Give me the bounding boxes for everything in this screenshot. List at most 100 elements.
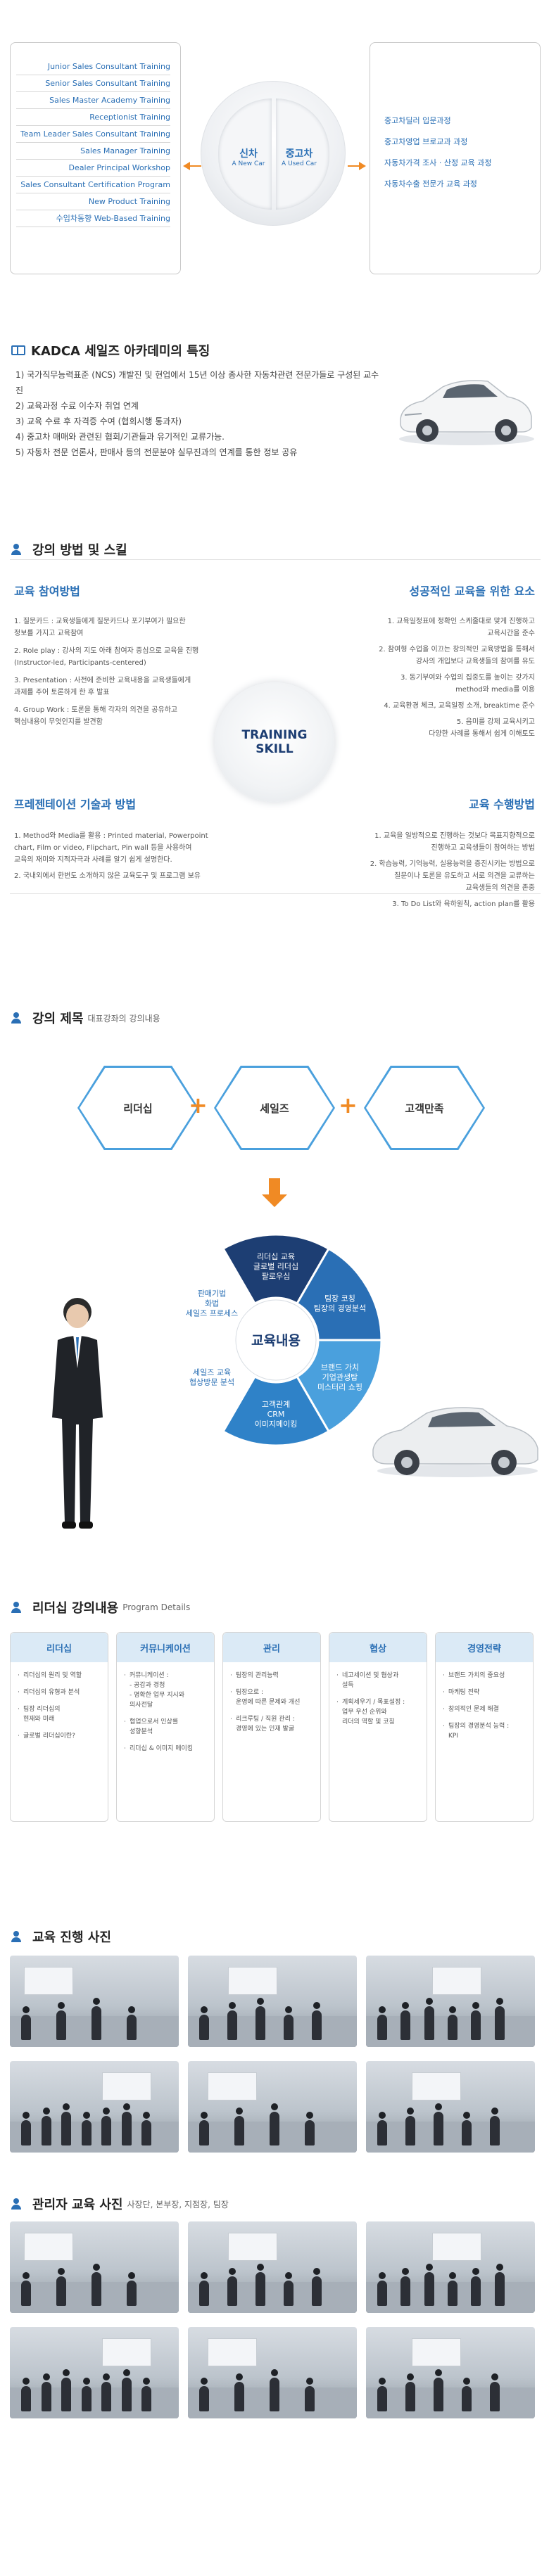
program-subtitle: Program Details: [122, 1602, 191, 1612]
feature-item: 5) 자동차 전문 언론사, 판매사 등의 전문분야 실무진과의 연계를 통한 …: [15, 447, 298, 457]
photo-person: [92, 1998, 101, 2040]
photo-person: [21, 2378, 31, 2411]
left-course-item[interactable]: Sales Consultant Certification Program: [16, 177, 170, 193]
photo-person: [405, 2373, 415, 2411]
photo-person: [121, 2103, 132, 2145]
program-title: 리더십 강의내용: [32, 1601, 119, 1616]
program-card-items: 커뮤니케이션 : - 공감과 경청 - 명확한 업무 지시와 의사전달협업으로서…: [117, 1662, 214, 1769]
photo-item[interactable]: [10, 2221, 179, 2313]
photo-person: [471, 2002, 481, 2040]
photo-person: [490, 2373, 500, 2411]
photo-board: [208, 2338, 257, 2366]
program-card-item: 브랜드 가치의 중요성: [443, 1671, 526, 1681]
features-title: KADCA 세일즈 아카데미의 특징: [31, 344, 210, 359]
photo-person: [448, 2272, 458, 2306]
program-card: 경영전략브랜드 가치의 중요성마케팅 전략창의적인 문제 해결팀장의 경영분석 …: [435, 1632, 534, 1822]
photo-person: [434, 2103, 443, 2145]
left-course-item[interactable]: Sales Manager Training: [16, 143, 170, 160]
left-course-item[interactable]: New Product Training: [16, 193, 170, 210]
program-card-item: 팀장의 경영분석 능력 : KPI: [443, 1721, 526, 1741]
right-course-item[interactable]: 자동차수출 전문가 교육 과정: [384, 179, 477, 189]
wheel-segment: [221, 1375, 331, 1447]
people-icon-3: [11, 1602, 27, 1613]
feature-item: 4) 중고차 매매와 관련된 협회/기관들과 유기적인 교류가능.: [15, 432, 225, 442]
method-list-item: 2. 참여형 수업을 이끄는 창의적인 교육방법을 통해서 강사의 개입보다 교…: [379, 646, 535, 665]
left-course-item[interactable]: Dealer Principal Workshop: [16, 160, 170, 177]
photo-person: [424, 2264, 434, 2306]
photo-person: [199, 2378, 209, 2411]
car-illustration: [399, 380, 534, 445]
right-arrow-line: [348, 165, 359, 167]
photo-person: [127, 2272, 137, 2306]
method-list-item: 3. 동기부여와 수업의 집중도를 높이는 갖가지 method와 media를…: [400, 674, 535, 694]
lecture-heading: 강의 제목 대표강좌의 강의내용: [11, 1009, 160, 1027]
program-card-items: 네고세이션 및 협상과 설득계획세우기 / 목표설정 : 업무 우선 순위와 리…: [329, 1662, 427, 1742]
lecture-subtitle: 대표강좌의 강의내용: [87, 1013, 160, 1024]
photo-person: [448, 2006, 458, 2040]
execution-list: 1. 교육을 일방적으로 진행하는 것보다 목표지향적으로 진행하고 교육생들이…: [296, 830, 535, 914]
photo-board: [102, 2072, 151, 2100]
used-car-kr: 중고차: [285, 148, 313, 160]
photo-person: [227, 2268, 237, 2306]
program-card-items: 리더십의 원리 및 역할리더십의 유형과 분석팀장 리더십의 현재와 미래글로벌…: [11, 1662, 108, 1756]
photo-person: [199, 2006, 209, 2040]
person-figure: [42, 1291, 113, 1537]
photo-item[interactable]: [366, 2221, 535, 2313]
success-title: 성공적인 교육을 위한 요소: [409, 585, 535, 598]
photo-item[interactable]: [188, 2327, 357, 2418]
program-card-head: 관리: [223, 1633, 320, 1662]
left-course-item[interactable]: Receptionist Training: [16, 109, 170, 126]
wheel-center: [235, 1299, 317, 1381]
program-card-item: 팀장으로 : 운영에 따른 문제와 개선: [230, 1688, 313, 1707]
photo-item[interactable]: [10, 1956, 179, 2047]
photo-item[interactable]: [188, 1956, 357, 2047]
right-course-item[interactable]: 자동차가격 조사 · 산정 교육 과정: [384, 158, 492, 167]
photos2-heading: 관리자 교육 사진 사장단, 본부장, 지점장, 팀장: [11, 2195, 229, 2213]
photo-person: [121, 2369, 132, 2411]
left-course-item[interactable]: Team Leader Sales Consultant Training: [16, 126, 170, 143]
photo-floor: [10, 2121, 179, 2153]
photo-item[interactable]: [188, 2061, 357, 2153]
right-course-item[interactable]: 중고차딜러 입문과정: [384, 116, 451, 125]
center-disc: 신차 A New Car 중고차 A Used Car: [201, 81, 346, 226]
photo-item[interactable]: [366, 2061, 535, 2153]
photos2-title: 관리자 교육 사진: [32, 2198, 123, 2212]
right-course-item[interactable]: 중고차영업 브로교과 과정: [384, 137, 468, 146]
photo-floor: [366, 2387, 535, 2418]
left-course-item[interactable]: Junior Sales Consultant Training: [16, 58, 170, 75]
photo-item[interactable]: [366, 2327, 535, 2418]
program-card: 협상네고세이션 및 협상과 설득계획세우기 / 목표설정 : 업무 우선 순위와…: [329, 1632, 427, 1822]
photo-board: [24, 1967, 73, 1995]
new-car-en: A New Car: [232, 160, 265, 167]
left-course-item[interactable]: Senior Sales Consultant Training: [16, 75, 170, 92]
photo-person: [284, 2006, 294, 2040]
photo-person: [199, 2112, 209, 2145]
left-course-item[interactable]: 수입차동향 Web-Based Training: [16, 210, 170, 227]
photo-person: [21, 2112, 31, 2145]
photo-person: [377, 2006, 387, 2040]
photo-item[interactable]: [10, 2061, 179, 2153]
method-heading: 강의 방법 및 스킬: [11, 540, 127, 559]
photo-person: [92, 2264, 101, 2306]
feature-item: 1) 국가직무능력표준 (NCS) 개발진 및 현업에서 15년 이상 종사한 …: [15, 370, 379, 395]
left-course-item[interactable]: Sales Master Academy Training: [16, 92, 170, 109]
photo-board: [412, 2338, 461, 2366]
book-icon: [11, 345, 25, 355]
photo-person: [377, 2378, 387, 2411]
features-heading: KADCA 세일즈 아카데미의 특징: [11, 341, 210, 359]
photo-person: [471, 2268, 481, 2306]
program-card-item: 네고세이션 및 협상과 설득: [336, 1671, 419, 1690]
photo-item[interactable]: [188, 2221, 357, 2313]
plus-icon-2: +: [339, 1092, 358, 1118]
photo-item[interactable]: [10, 2327, 179, 2418]
photo-item[interactable]: [366, 1956, 535, 2047]
method-list-item: 1. 교육일정표에 정확인 스케줄대로 맞게 진행하고 교육시간을 준수: [387, 618, 535, 637]
